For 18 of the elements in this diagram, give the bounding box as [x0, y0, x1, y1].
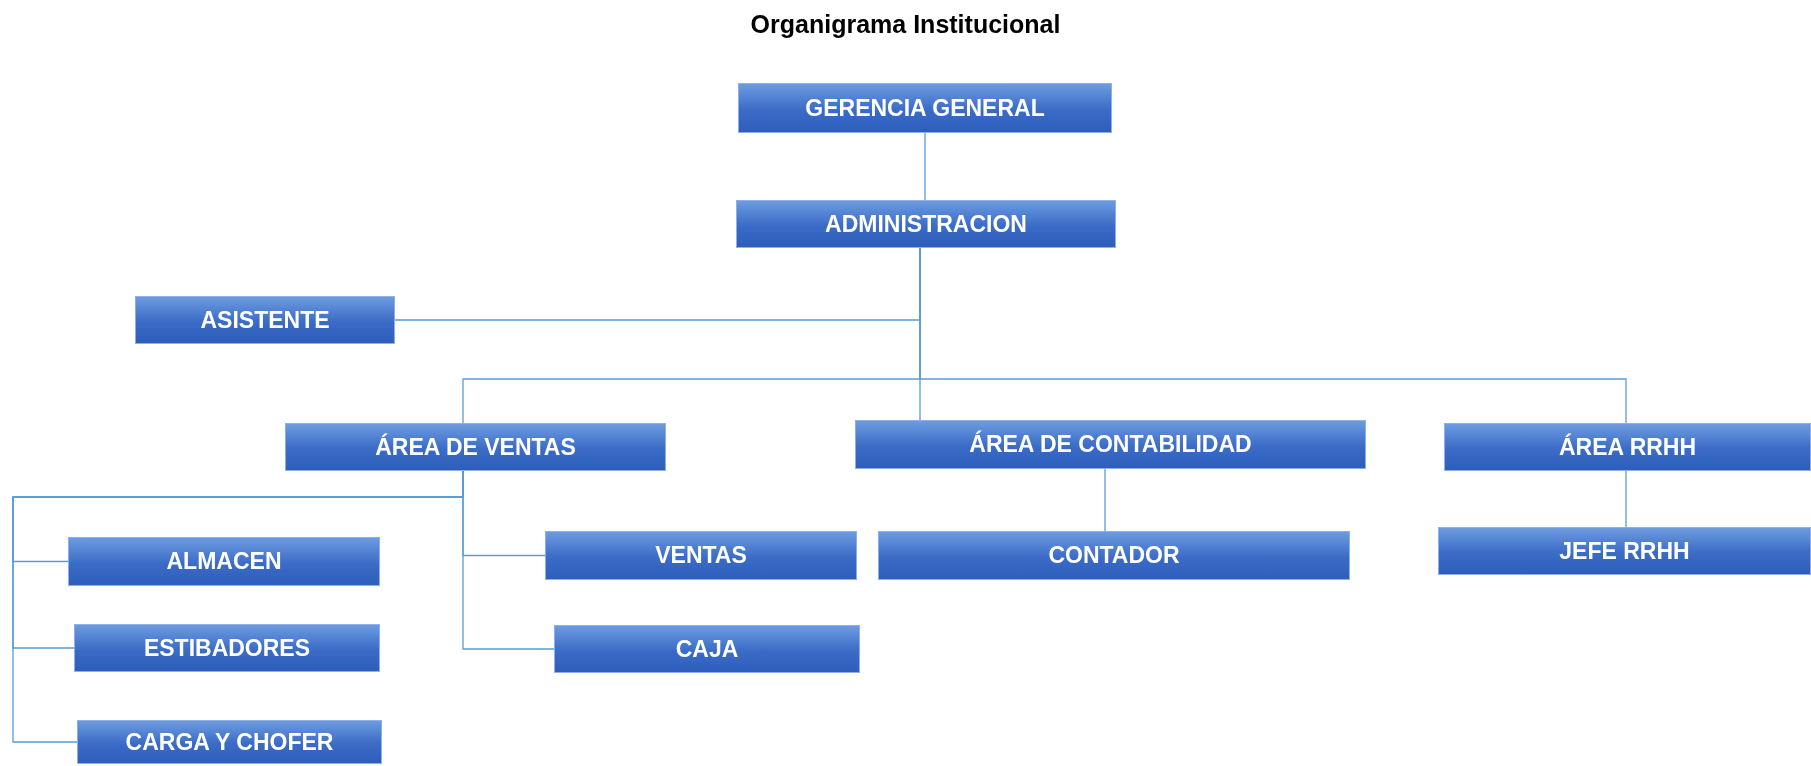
org-box: JEFE RRHH: [1438, 527, 1811, 575]
connector-line: [1104, 468, 1106, 532]
connector-line: [1625, 470, 1627, 528]
org-box: ASISTENTE: [135, 296, 395, 344]
org-box: ÁREA DE VENTAS: [285, 423, 666, 471]
connector-line: [924, 132, 926, 201]
org-box: CARGA Y CHOFER: [77, 720, 382, 764]
org-box: ALMACEN: [68, 537, 380, 586]
title: Organigrama Institucional: [749, 10, 1062, 39]
org-box: ADMINISTRACION: [736, 200, 1116, 248]
org-box: GERENCIA GENERAL: [738, 83, 1112, 133]
org-box: CONTADOR: [878, 531, 1350, 580]
org-box: VENTAS: [545, 531, 857, 580]
connector-line: [462, 470, 555, 650]
org-box: CAJA: [554, 625, 860, 673]
org-box: ÁREA DE CONTABILIDAD: [855, 420, 1366, 469]
org-box: ESTIBADORES: [74, 624, 380, 672]
org-box: ÁREA RRHH: [1444, 423, 1811, 471]
